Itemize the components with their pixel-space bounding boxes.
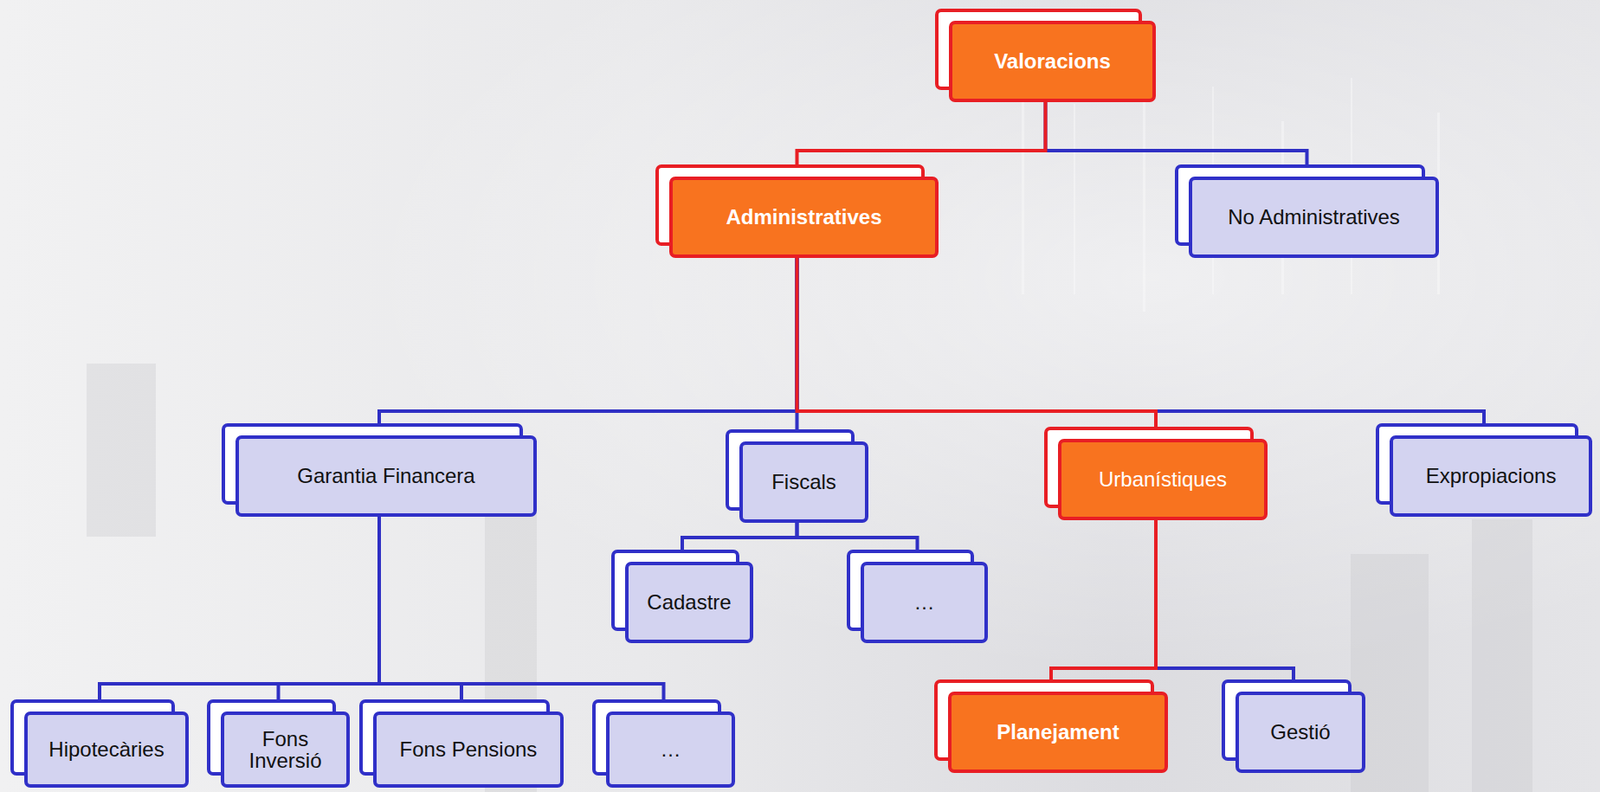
- category-box: No Administratives: [1188, 176, 1439, 259]
- box-face: Fons Pensions: [373, 711, 564, 788]
- tree-connector: [379, 258, 798, 436]
- category-box: Fiscals: [739, 441, 869, 523]
- box-face: …: [860, 561, 988, 644]
- category-box: Garantia Financera: [235, 435, 537, 517]
- highlighted-box: Administratives: [669, 176, 939, 259]
- tree-connector: [1155, 520, 1294, 692]
- box-face: Cadastre: [625, 561, 754, 644]
- box-label: Fons Pensions: [400, 738, 538, 761]
- box-label: Hipotecàries: [48, 738, 164, 761]
- box-label: Administratives: [725, 206, 882, 228]
- box-face: Administratives: [669, 176, 939, 259]
- box-face: Fiscals: [739, 441, 869, 523]
- box-label: Planejament: [996, 721, 1119, 743]
- box-label: Gestió: [1270, 721, 1330, 743]
- box-face: Gestió: [1235, 691, 1366, 774]
- box-label: Expropiacions: [1425, 464, 1557, 487]
- box-label: …: [660, 738, 682, 761]
- category-box: Expropiacions: [1389, 435, 1593, 517]
- category-box: Cadastre: [625, 561, 754, 644]
- box-label: …: [914, 591, 936, 613]
- box-label: No Administratives: [1227, 206, 1400, 228]
- box-face: Urbanístiques: [1058, 438, 1268, 521]
- tree-connector: [797, 258, 1485, 436]
- box-face: Hipotecàries: [24, 711, 189, 788]
- box-label: Garantia Financera: [296, 464, 475, 487]
- box-face: …: [606, 711, 736, 788]
- box-face: Valoracions: [948, 20, 1156, 103]
- category-box: Fons Inversió: [220, 711, 350, 788]
- box-face: No Administratives: [1188, 176, 1439, 259]
- category-box: …: [606, 711, 736, 788]
- box-face: Fons Inversió: [220, 711, 350, 788]
- box-label: Urbanístiques: [1098, 468, 1227, 491]
- category-box: Gestió: [1235, 691, 1366, 774]
- tree-connector: [1051, 520, 1156, 692]
- tree-connector: [278, 516, 381, 712]
- box-face: Expropiacions: [1389, 435, 1593, 517]
- category-box: …: [860, 561, 988, 644]
- highlighted-box: Urbanístiques: [1058, 438, 1268, 521]
- box-label: Fons Inversió: [232, 728, 338, 772]
- box-face: Planejament: [948, 691, 1168, 774]
- category-box: Hipotecàries: [24, 711, 189, 788]
- box-label: Cadastre: [646, 591, 731, 613]
- box-label: Fiscals: [771, 470, 837, 493]
- category-box: Fons Pensions: [373, 711, 564, 788]
- box-face: Garantia Financera: [235, 435, 537, 517]
- highlighted-box: Valoracions: [948, 20, 1156, 103]
- box-label: Valoracions: [993, 50, 1111, 72]
- tree-connector: [797, 258, 1157, 439]
- highlighted-box: Planejament: [948, 691, 1168, 774]
- tree-connector: [99, 516, 380, 712]
